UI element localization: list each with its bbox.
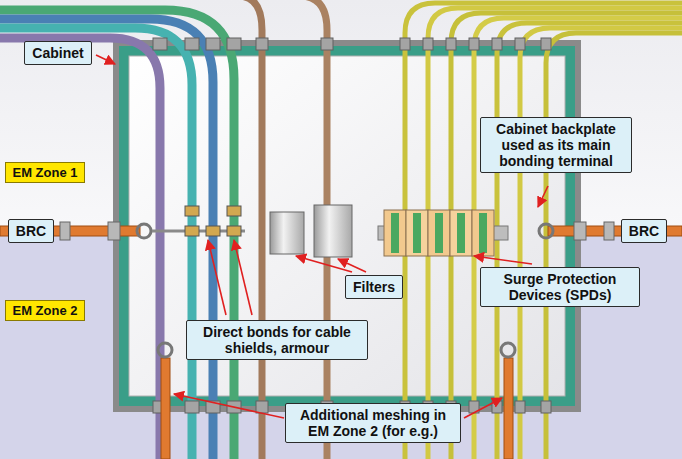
callout-text: EM Zone 2: [12, 303, 77, 318]
shield-clamps: [152, 206, 245, 236]
callout-text: Surge Protection Devices (SPDs): [488, 271, 632, 303]
callout-text: BRC: [629, 223, 659, 239]
zone-label: EM Zone 1: [5, 162, 84, 183]
callout-box: BRC: [8, 219, 54, 243]
leader-arrows: [96, 55, 548, 418]
callout-box: BRC: [621, 219, 667, 243]
callout-text: Cabinet: [32, 45, 83, 61]
surge-protection-devices: [378, 210, 508, 256]
callout-box: Surge Protection Devices (SPDs): [480, 267, 640, 307]
callout-text: Filters: [353, 279, 395, 295]
cable-glands: [153, 38, 551, 413]
callout-box: Cabinet backplate used as its main bondi…: [480, 117, 632, 173]
callout-text: EM Zone 1: [12, 165, 77, 180]
cabinet-frame: [113, 40, 581, 412]
filters: [270, 205, 352, 257]
callout-text: Additional meshing in EM Zone 2 (for e.g…: [293, 407, 453, 439]
callout-box: Additional meshing in EM Zone 2 (for e.g…: [285, 403, 461, 443]
meshing-conductor: [158, 343, 515, 459]
callout-box: Cabinet: [24, 41, 91, 65]
callout-text: Cabinet backplate used as its main bondi…: [488, 121, 624, 169]
callout-text: BRC: [16, 223, 46, 239]
cabinet-wall: [119, 46, 575, 406]
callout-box: Direct bonds for cable shields, armour: [186, 320, 368, 360]
callout-box: Filters: [345, 275, 403, 299]
callout-text: Direct bonds for cable shields, armour: [194, 324, 360, 356]
zone-label: EM Zone 2: [5, 300, 84, 321]
